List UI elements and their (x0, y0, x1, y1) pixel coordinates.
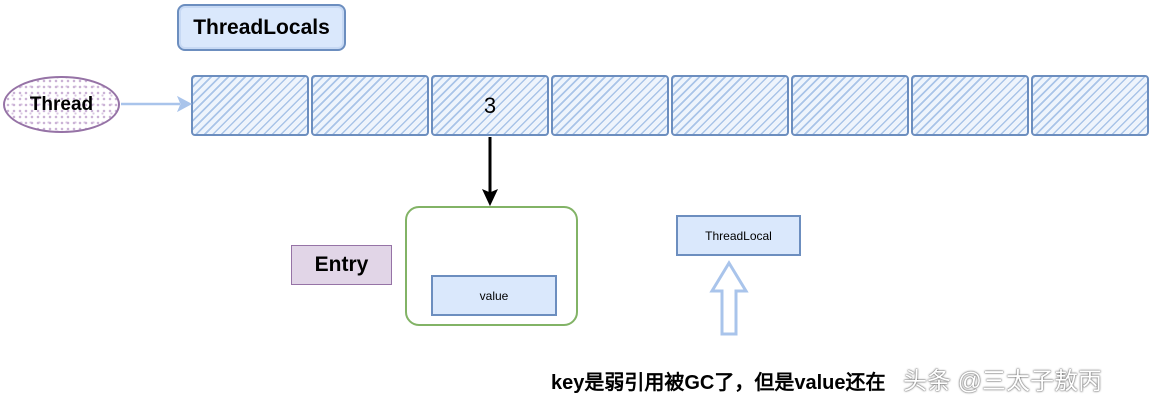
slot-0 (191, 75, 309, 136)
value-box: value (431, 275, 557, 316)
watermark: 头条 @三太子敖丙 (903, 368, 1103, 395)
threadlocal-box: ThreadLocal (676, 215, 801, 256)
entry-label: Entry (291, 245, 392, 285)
slot-7 (1031, 75, 1149, 136)
slot-1 (311, 75, 429, 136)
slot-4 (671, 75, 789, 136)
threadlocals-title: ThreadLocals (177, 4, 346, 51)
slot-to-entry-arrow (481, 137, 499, 207)
slot-6 (911, 75, 1029, 136)
hollow-up-arrow (709, 260, 749, 336)
thread-label: Thread (29, 93, 94, 115)
caption-text: key是弱引用被GC了，但是value还在 (551, 372, 886, 394)
thread-node: Thread (3, 76, 120, 133)
slot-5 (791, 75, 909, 136)
slot-3 (551, 75, 669, 136)
slot-2: 3 (431, 75, 549, 136)
thread-to-array-arrow (121, 95, 193, 113)
